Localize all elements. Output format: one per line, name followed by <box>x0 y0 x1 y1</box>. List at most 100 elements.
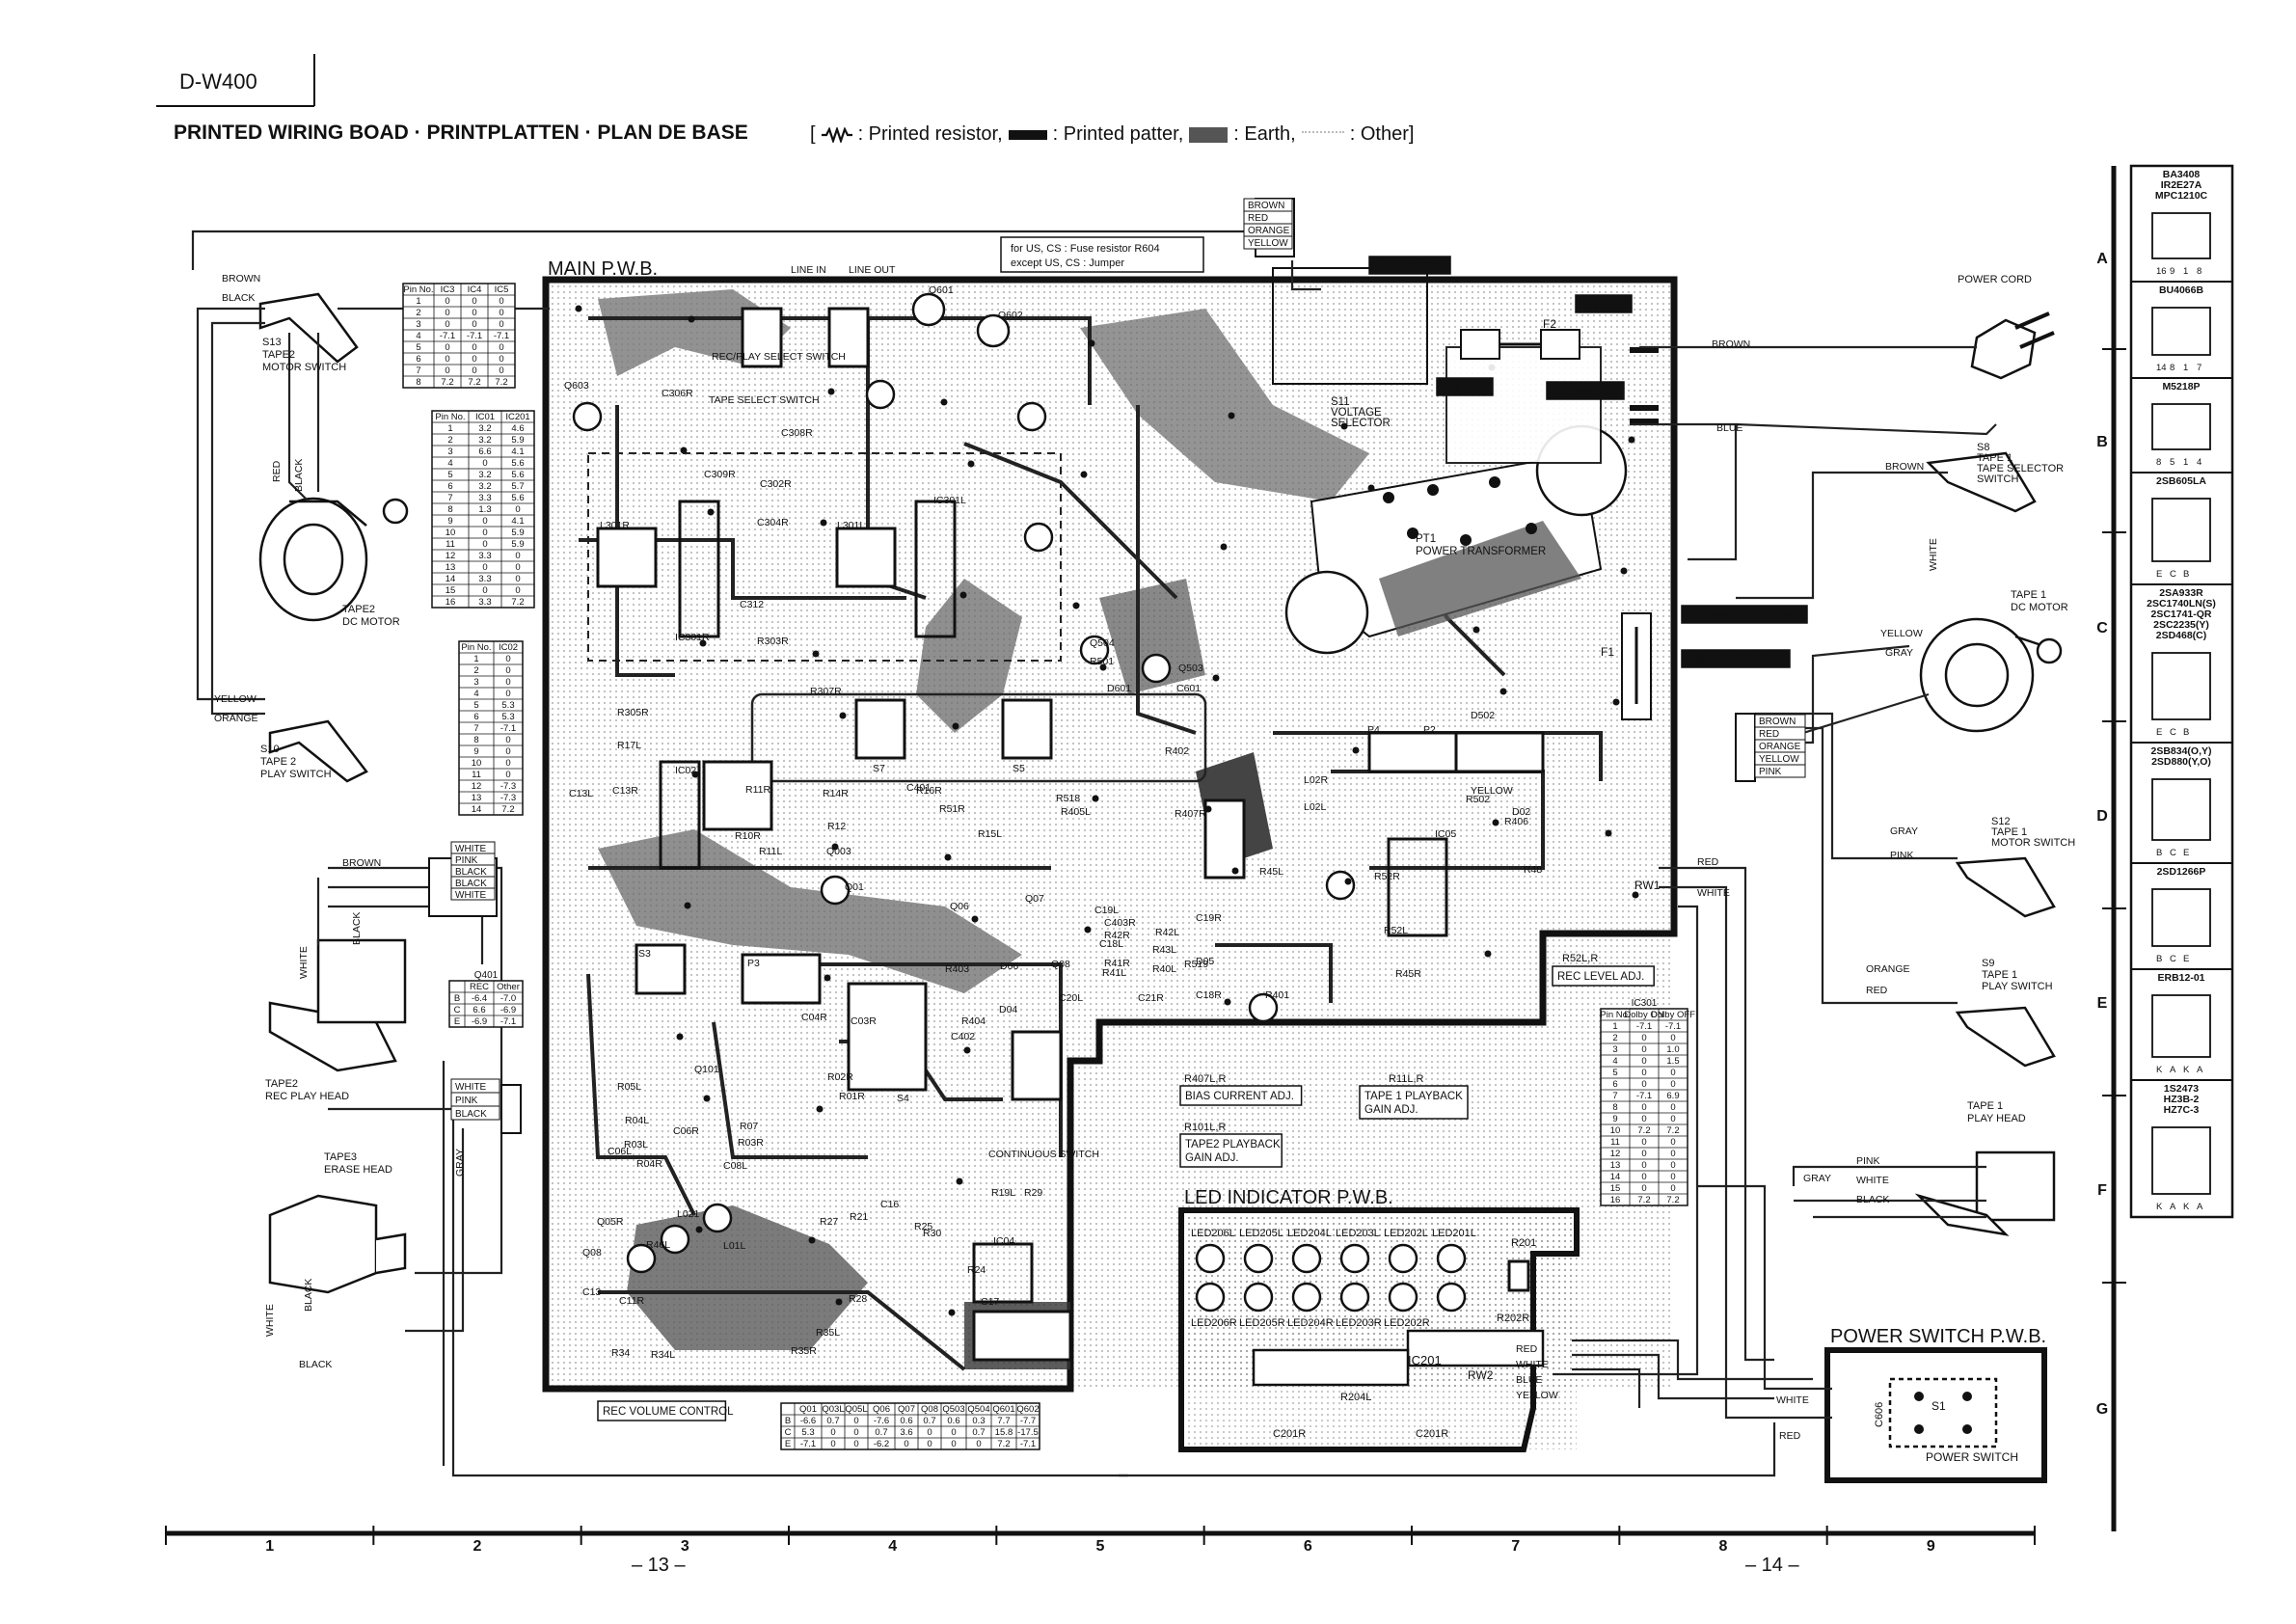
wire-tag <box>450 887 496 901</box>
pin-label: B <box>2156 954 2162 964</box>
led-label: LED206L <box>1191 1228 1235 1239</box>
table-cell: 3 <box>473 677 478 688</box>
table-cell: 0 <box>499 365 503 376</box>
component-label: L301L <box>837 520 865 531</box>
component-label: TAPE SELECT SWITCH <box>709 394 820 406</box>
component-label: R405L <box>1061 806 1091 818</box>
grid-row-label: A <box>2096 251 2108 267</box>
table-cell: -7.7 <box>1020 1416 1036 1426</box>
component-label: R29 <box>1024 1187 1042 1199</box>
tape2-head-label: TAPE2 <box>265 1078 298 1090</box>
rec-volume-control: REC VOLUME CONTROL <box>603 1406 734 1418</box>
s13-label: MOTOR SWITCH <box>262 362 346 373</box>
wire-label: BLUE <box>1716 422 1742 434</box>
table-cell: 7.2 <box>441 377 453 388</box>
pin-label: 14 <box>2156 363 2167 373</box>
table-cell: 8 <box>1612 1102 1617 1113</box>
ic01-ic201-voltage-table-frame <box>431 410 535 609</box>
component-label: L02R <box>1304 774 1329 786</box>
wire-label: GRAY <box>1885 647 1913 659</box>
s11-label: VOLTAGE <box>1331 407 1382 419</box>
pin-label: A <box>2197 1202 2203 1212</box>
solder-pad <box>1605 829 1612 837</box>
table-header: Pin No. <box>461 642 491 653</box>
table-cell: 16 <box>446 597 456 608</box>
part-number: 1S2473 <box>2164 1083 2199 1095</box>
solder-pad <box>971 915 979 923</box>
table-cell: 0 <box>904 1439 908 1449</box>
table-cell: 0 <box>445 319 449 330</box>
table-cell: 7.2 <box>1637 1125 1650 1136</box>
component-label: R305R <box>617 707 649 718</box>
solder-pad <box>1072 602 1080 609</box>
rec-level-adj-box <box>1552 965 1655 987</box>
table-cell: 5 <box>416 342 420 353</box>
solder-pad <box>1088 339 1095 347</box>
pin-label: 1 <box>2183 266 2188 277</box>
c201r-label: C201R <box>1273 1428 1306 1440</box>
table-cell: 8 <box>416 377 420 388</box>
table-cell: -7.1 <box>494 331 509 341</box>
part-number: 2SD468(C) <box>2156 630 2207 641</box>
solder-pad <box>952 722 959 730</box>
part-symbol <box>2151 888 2211 947</box>
table-cell: 0 <box>482 539 487 550</box>
component-label: R16R <box>916 785 942 797</box>
table-cell: 0 <box>853 1416 858 1426</box>
component-label: LINE OUT <box>849 264 896 276</box>
table-cell: 1 <box>416 296 420 307</box>
table-cell: 5.3 <box>801 1427 814 1438</box>
component-label: Q06 <box>950 901 969 912</box>
component-label: C302R <box>760 478 792 490</box>
table-cell: 0 <box>472 365 476 376</box>
pin-label: 8 <box>2156 457 2161 468</box>
grid-col-label: 4 <box>888 1538 897 1555</box>
component-label: R10R <box>735 830 761 842</box>
wire-label: YELLOW <box>1248 238 1288 249</box>
wire-label: BLACK <box>351 912 363 945</box>
component-label: C06L <box>608 1146 632 1157</box>
table-cell: 0 <box>1641 1183 1646 1194</box>
component-label: R34 <box>611 1347 630 1359</box>
wire-label: YELLOW <box>1471 785 1513 797</box>
table-header: Q03L <box>822 1404 844 1415</box>
table-cell: 7.2 <box>511 597 524 608</box>
tape3-head-label: ERASE HEAD <box>324 1164 392 1176</box>
table-header: Pin No. <box>435 412 465 422</box>
solder-pad <box>944 853 952 861</box>
s8-label: SWITCH <box>1977 474 2018 485</box>
table-header: Q08 <box>921 1404 938 1415</box>
table-cell: 5.9 <box>511 539 524 550</box>
component-label: Q602 <box>998 310 1023 321</box>
table-header: Q601 <box>992 1404 1014 1415</box>
led-pad <box>1339 1243 1370 1274</box>
pin-label: K <box>2156 1065 2163 1075</box>
table-cell: 14 <box>472 804 482 815</box>
table-cell: 13 <box>446 562 456 573</box>
part-number: 2SC1741-QR <box>2150 609 2211 620</box>
wire-label: YELLOW <box>1516 1390 1558 1401</box>
s10-label: TAPE 2 <box>260 756 296 768</box>
table-cell: 0 <box>499 296 503 307</box>
table-cell: 0 <box>1670 1033 1675 1043</box>
component-label: R30 <box>923 1228 941 1239</box>
part-number: 2SB834(O,Y) <box>2150 745 2211 757</box>
component-label: C06R <box>673 1125 699 1137</box>
table-cell: -7.1 <box>500 723 516 734</box>
table-cell: 5.9 <box>511 528 524 538</box>
component-label: R24 <box>967 1264 986 1276</box>
table-cell: -7.1 <box>800 1439 816 1449</box>
solder-pad <box>1212 674 1220 682</box>
component-label: C304R <box>757 517 789 528</box>
component-label: Q101 <box>694 1064 719 1075</box>
component-label: R41L <box>1102 967 1126 979</box>
table-cell: 0 <box>951 1439 956 1449</box>
table-cell: 0 <box>927 1439 932 1449</box>
table-cell: 3.2 <box>478 470 491 480</box>
grid-col-label: 6 <box>1304 1538 1312 1555</box>
table-cell: 0 <box>1641 1033 1646 1043</box>
table-cell: 3 <box>1612 1044 1617 1055</box>
tape2-gain-adj: TAPE2 PLAYBACK <box>1185 1139 1281 1150</box>
led-indicator-pwb <box>1178 1207 1580 1452</box>
